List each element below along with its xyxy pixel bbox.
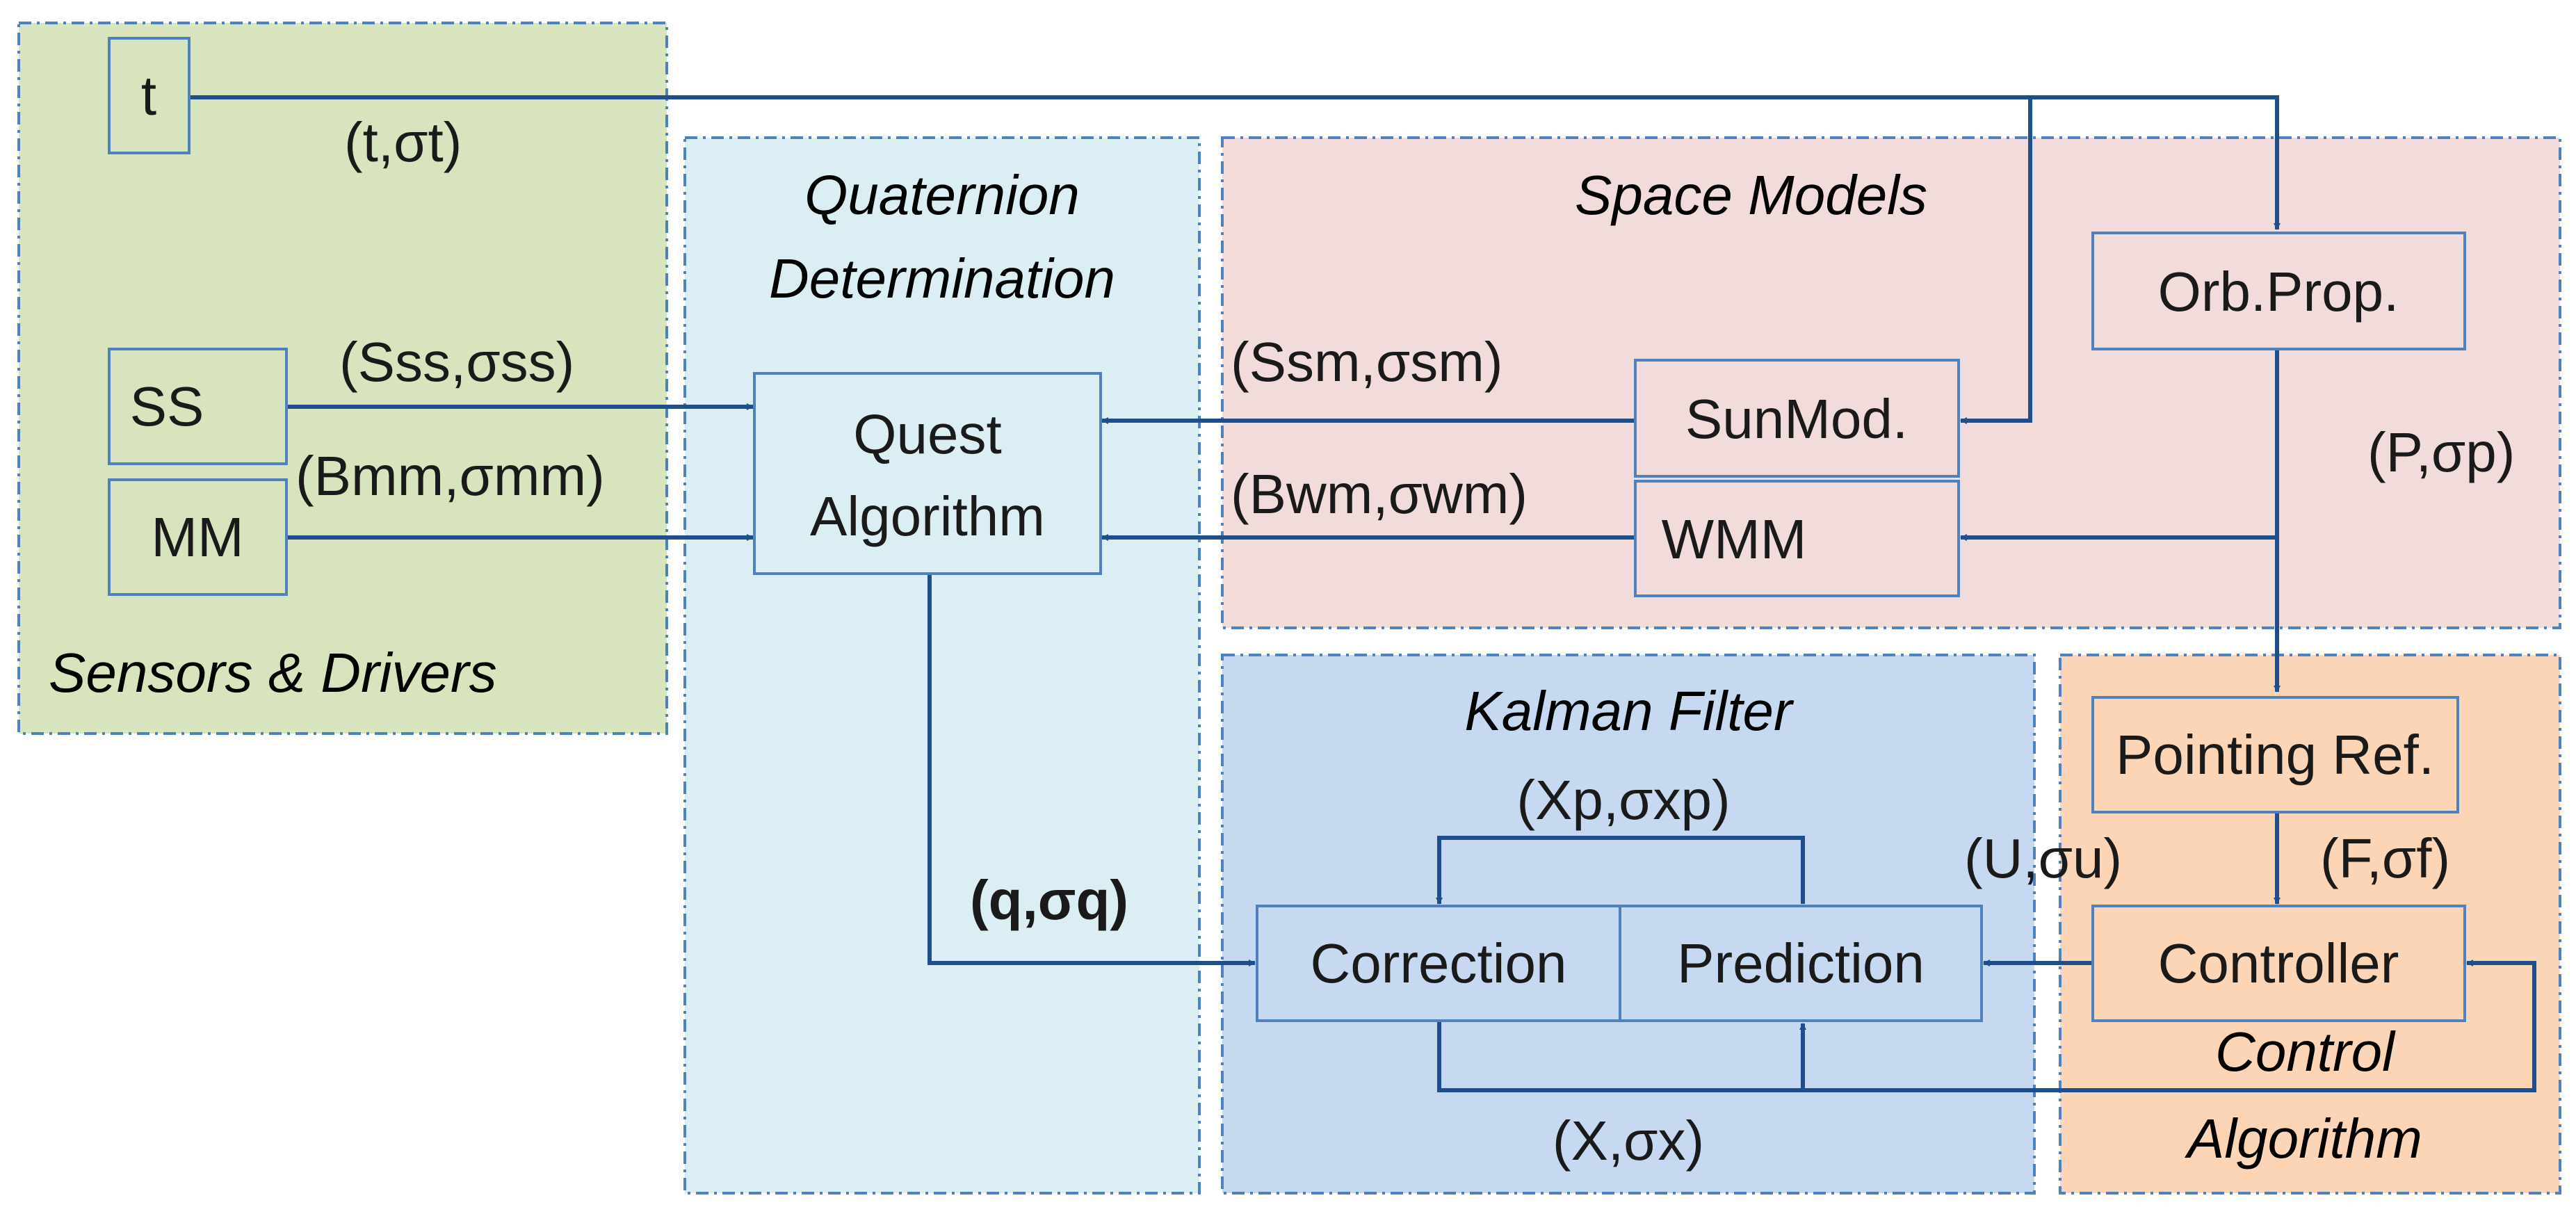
x-label: (X,σx) (1553, 1110, 1704, 1172)
controller-label: Controller (2158, 932, 2399, 994)
t-sigma-label: (t,σt) (344, 111, 462, 173)
control-algorithm-label-line1: Control (2215, 1021, 2396, 1083)
correction-box (1256, 905, 1621, 1022)
orbprop-label: Orb.Prop. (2158, 261, 2399, 323)
mm-box (108, 478, 288, 596)
prediction-to-correction-feedback-arrow (1436, 836, 1805, 905)
quest-algorithm-box (753, 372, 1102, 575)
ss-label: SS (130, 375, 204, 437)
quest-label-line1: Quest (853, 403, 1001, 465)
bwm-label: (Bwm,σwm) (1231, 463, 1528, 525)
xp-label: (Xp,σxp) (1516, 769, 1730, 831)
mm-label: MM (151, 506, 243, 568)
t-to-orbprop-arrow (189, 95, 2281, 230)
sunmod-box (1634, 359, 1960, 478)
f-label: (F,σf) (2320, 827, 2450, 889)
t-to-sunmod-arrow (1960, 97, 2032, 424)
wmm-label: WMM (1662, 508, 1807, 570)
prediction-box (1619, 905, 1983, 1022)
quaternion-label-line1: Quaternion (804, 164, 1080, 226)
quaternion-determination-region (683, 136, 1201, 1195)
sss-label: (Sss,σss) (339, 331, 574, 393)
ss-box (108, 348, 288, 465)
quest-to-correction-arrow (927, 574, 1256, 966)
wmm-box (1634, 480, 1960, 597)
sunmod-label: SunMod. (1685, 388, 1908, 450)
t-box (108, 37, 191, 154)
controller-box (2091, 905, 2466, 1022)
kalman-filter-label: Kalman Filter (1464, 680, 1795, 742)
quaternion-label-line2: Determination (769, 248, 1115, 309)
ssm-label: (Ssm,σsm) (1231, 331, 1503, 393)
u-label: (U,σu) (1964, 827, 2122, 889)
correction-label: Correction (1310, 932, 1566, 994)
orbprop-box (2091, 232, 2466, 350)
correction-to-prediction-arrow (1437, 1022, 1806, 1092)
quest-label-line2: Algorithm (810, 485, 1045, 547)
t-label: t (141, 65, 156, 127)
bmm-label: (Bmm,σmm) (295, 445, 605, 507)
pointing-ref-box (2091, 696, 2459, 814)
control-algorithm-label-line2: Algorithm (2185, 1108, 2422, 1170)
p-label: (P,σp) (2367, 421, 2515, 483)
space-models-label: Space Models (1575, 164, 1927, 226)
q-label: (q,σq) (970, 869, 1128, 931)
prediction-label: Prediction (1677, 932, 1925, 994)
sensors-drivers-label: Sensors & Drivers (49, 642, 497, 704)
state-to-controller-arrow (1803, 960, 2536, 1092)
pointing-ref-label: Pointing Ref. (2116, 724, 2434, 786)
